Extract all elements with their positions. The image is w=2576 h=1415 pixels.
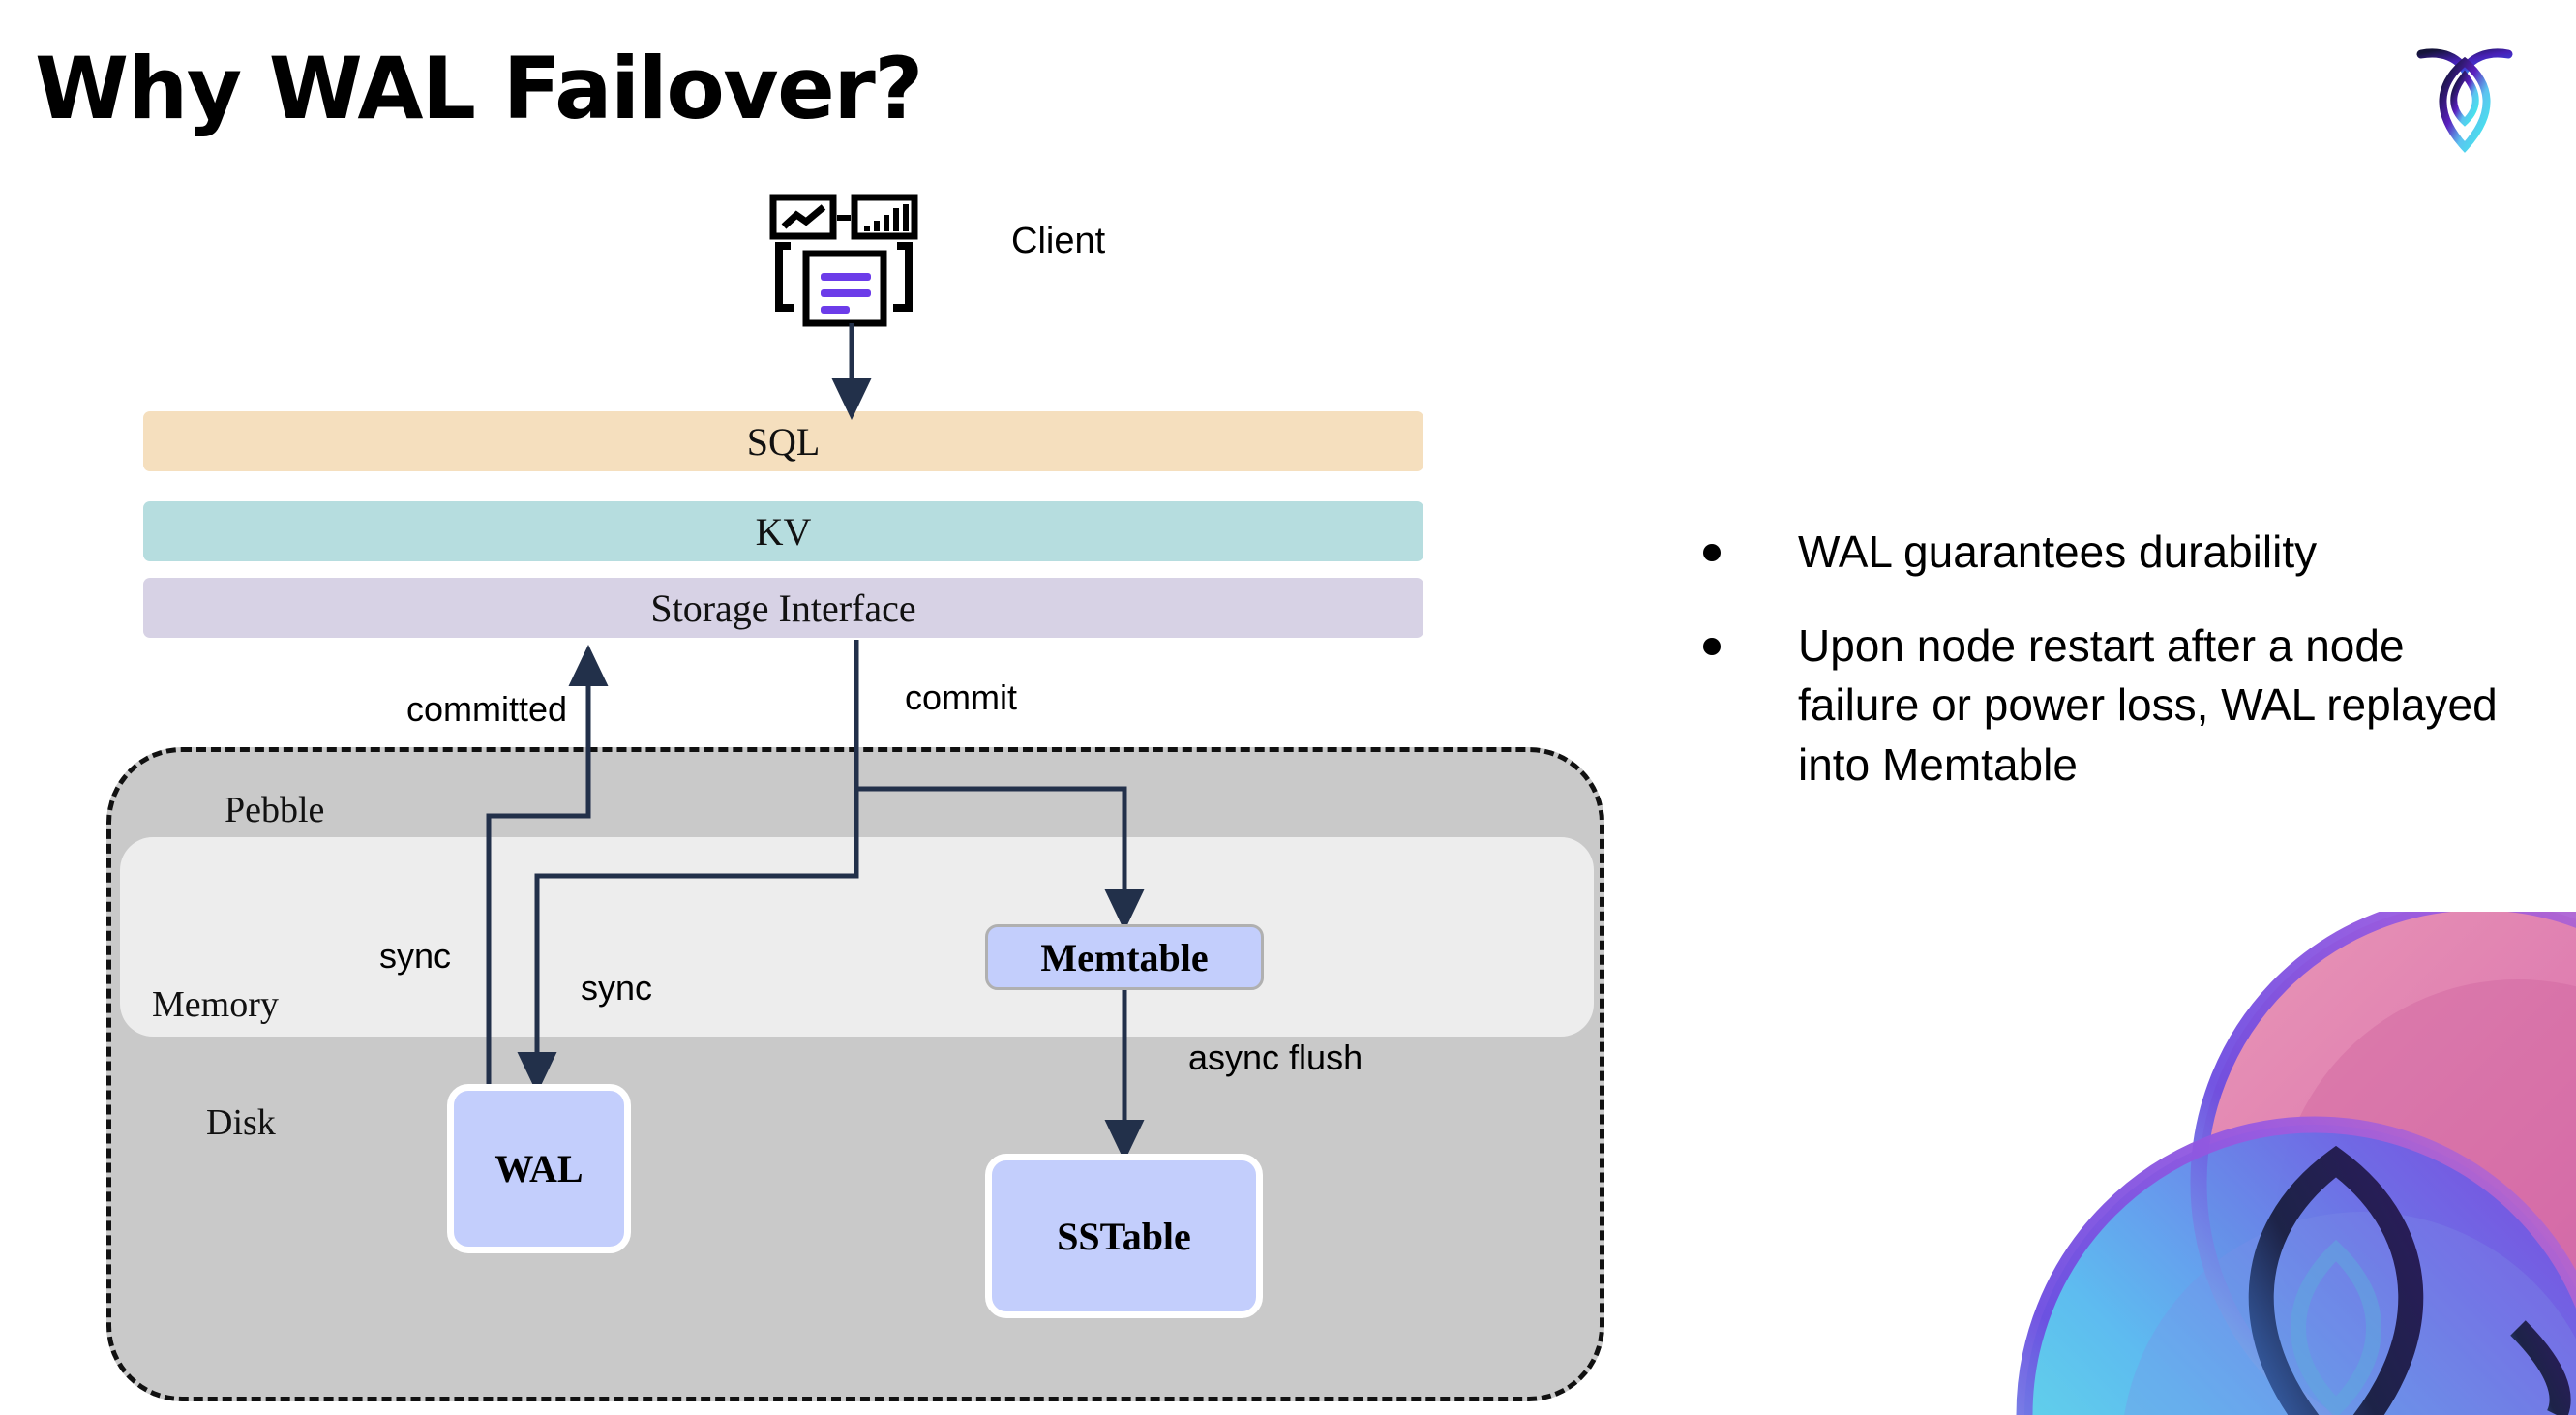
bullet-dot-icon [1703, 638, 1721, 656]
list-item: Upon node restart after a node failure o… [1703, 617, 2516, 795]
edge-label-async-flush: async flush [1188, 1038, 1363, 1077]
pebble-label: Pebble [225, 790, 325, 830]
disk-label: Disk [206, 1102, 276, 1143]
client-label: Client [1011, 221, 1106, 261]
node-sstable: SSTable [985, 1154, 1263, 1318]
node-wal-label: WAL [494, 1147, 584, 1190]
cockroachdb-watermark-icon [1976, 912, 2576, 1415]
layer-bar-storage-interface-label: Storage Interface [650, 586, 916, 630]
client-dashboard-icon [769, 194, 924, 329]
node-memtable: Memtable [985, 924, 1264, 990]
cockroachdb-logo-icon [2408, 33, 2522, 153]
layer-bar-sql-label: SQL [746, 419, 821, 464]
page-title: Why WAL Failover? [35, 39, 923, 138]
node-wal: WAL [447, 1084, 631, 1253]
layer-bar-kv: KV [143, 501, 1423, 561]
bullet-text: WAL guarantees durability [1798, 527, 2318, 577]
edge-label-commit: commit [905, 677, 1017, 717]
edge-label-sync-down: sync [581, 968, 653, 1008]
layer-bar-sql: SQL [143, 411, 1423, 471]
layer-bar-kv-label: KV [755, 509, 812, 554]
edge-label-committed: committed [406, 689, 568, 729]
bullet-dot-icon [1703, 544, 1721, 561]
bullet-list: WAL guarantees durability Upon node rest… [1703, 523, 2516, 829]
memory-band [120, 837, 1594, 1037]
edge-label-sync-up: sync [379, 936, 452, 976]
memory-label: Memory [152, 984, 279, 1025]
bullet-text: Upon node restart after a node failure o… [1798, 620, 2498, 790]
layer-bar-storage-interface: Storage Interface [143, 578, 1423, 638]
node-memtable-label: Memtable [1040, 935, 1209, 979]
list-item: WAL guarantees durability [1703, 523, 2516, 582]
node-sstable-label: SSTable [1057, 1214, 1191, 1258]
